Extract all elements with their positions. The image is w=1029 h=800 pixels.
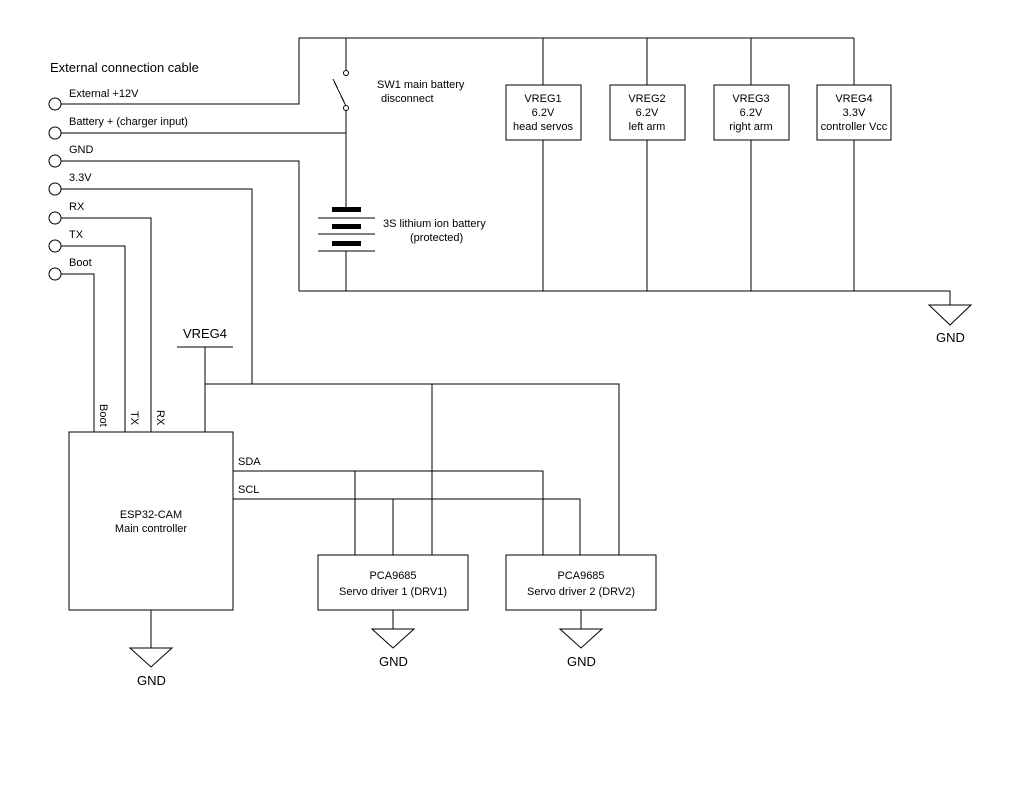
pin-label-boot: Boot [69,257,92,269]
ground-label-esp: GND [137,673,166,688]
drv1-chip: PCA9685 [369,570,416,582]
drv2-desc: Servo driver 2 (DRV2) [527,586,635,598]
terminal-gnd [48,154,62,168]
vreg3-load: right arm [729,121,772,133]
pin-label-3v3: 3.3V [69,172,92,184]
vreg2-box: VREG2 6.2V left arm [609,84,686,141]
drv2-box: PCA9685 Servo driver 2 (DRV2) [505,554,657,611]
drv2-chip: PCA9685 [557,570,604,582]
battery-cell-3 [332,241,361,246]
terminal-ext12v [48,97,62,111]
vreg2-load: left arm [629,121,666,133]
ground-rail [299,290,951,305]
pin-label-tx: TX [69,229,84,241]
vreg1-load: head servos [513,121,573,133]
ground-symbol-esp [128,647,174,668]
vreg4-name: VREG4 [835,93,872,105]
vreg3-name: VREG3 [732,93,769,105]
cable-title: External connection cable [50,60,199,75]
esp32-name: ESP32-CAM [120,509,182,521]
drv1-desc: Servo driver 1 (DRV1) [339,586,447,598]
terminal-boot [48,267,62,281]
wire-sda [233,470,544,555]
ground-symbol-rail [927,304,973,326]
battery-label-line2: (protected) [410,232,463,244]
esp32-role: Main controller [115,523,187,535]
vreg1-box: VREG1 6.2V head servos [505,84,582,141]
switch-lever [332,78,347,107]
battery-cell-1 [332,207,361,212]
vreg2-name: VREG2 [628,93,665,105]
vreg3-voltage: 6.2V [740,107,763,119]
battery-label-line1: 3S lithium ion battery [383,218,486,230]
vreg1-name: VREG1 [524,93,561,105]
esp32-box: ESP32-CAM Main controller Boot TX RX [68,404,234,611]
esp32-pin-rx: RX [154,410,166,426]
switch-contact-top [343,70,349,76]
vreg4-voltage: 3.3V [843,107,866,119]
ground-symbol-drv1 [370,628,416,649]
terminal-battery [48,126,62,140]
cable-pin-rx: RX [48,201,85,225]
wire-ext12v [61,37,854,105]
cable-pin-battery: Battery + (charger input) [48,116,188,140]
battery-cell-2 [332,224,361,229]
wire-3v3 [61,188,253,384]
esp32-pin-tx: TX [128,411,140,426]
cable-pin-tx: TX [48,229,84,253]
ground-label-drv2: GND [567,654,596,669]
vreg3-box: VREG3 6.2V right arm [713,84,790,141]
esp32-pin-boot: Boot [97,404,109,427]
wire-rx [61,217,152,432]
pin-label-gnd: GND [69,144,94,156]
cable-pin-ext12v: External +12V [48,88,139,111]
wire-gnd-cable [61,160,300,291]
vreg2-voltage: 6.2V [636,107,659,119]
wire-vcc-rail [204,347,620,555]
ground-label-drv1: GND [379,654,408,669]
pin-label-ext12v: External +12V [69,88,139,100]
cable-pin-3v3: 3.3V [48,172,92,196]
switch-label-line1: SW1 main battery [377,79,465,91]
vreg4-load: controller Vcc [821,121,888,133]
cable-pin-boot: Boot [48,257,92,281]
terminal-tx [48,239,62,253]
drv1-box: PCA9685 Servo driver 1 (DRV1) [317,554,469,611]
terminal-rx [48,211,62,225]
cable-pin-gnd: GND [48,144,94,168]
switch-label-line2: disconnect [381,93,434,105]
wire-tx [61,245,126,432]
wire-scl [233,498,581,555]
vreg4-rail-label: VREG4 [183,326,227,341]
battery-symbol [318,207,375,252]
ground-symbol-drv2 [558,628,604,649]
pin-label-rx: RX [69,201,85,213]
vreg4-box: VREG4 3.3V controller Vcc [816,84,892,141]
scl-label: SCL [238,484,259,496]
terminal-3v3 [48,182,62,196]
switch-contact-bottom [343,105,349,111]
sda-label: SDA [238,456,261,468]
wire-boot [61,273,95,432]
pin-label-battery: Battery + (charger input) [69,116,188,128]
vreg1-voltage: 6.2V [532,107,555,119]
ground-label-rail: GND [936,330,965,345]
